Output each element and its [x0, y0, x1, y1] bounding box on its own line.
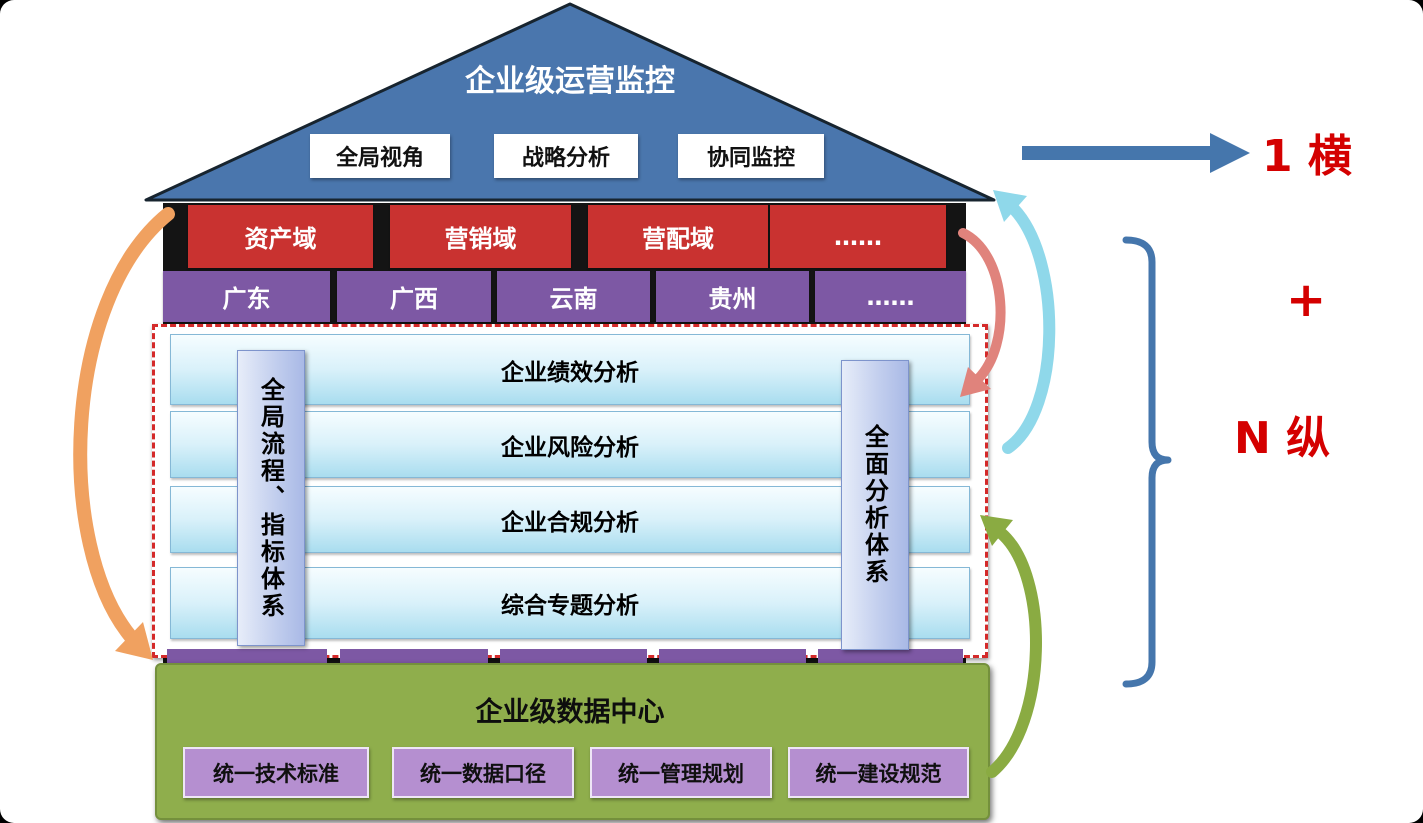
region-box-guangxi: 广西	[337, 271, 491, 322]
cyan-feedback-arrow	[1002, 203, 1056, 454]
datacenter-title: 企业级数据中心	[475, 697, 665, 728]
standard-box-data-caliber: 统一数据口径	[392, 747, 574, 798]
standard-box-management: 统一管理规划	[590, 747, 772, 798]
region-sliver	[500, 649, 647, 664]
cyan-feedback-arrowhead	[993, 190, 1027, 222]
roof-title: 企业级运营监控	[465, 64, 675, 99]
domain-box-marketing: 营销域	[390, 205, 571, 268]
region-box-yunnan: 云南	[497, 271, 650, 322]
roof-item-global-view: 全局视角	[310, 134, 450, 178]
pillar-right-label: 全面分析体系	[860, 424, 889, 586]
region-sliver	[340, 649, 488, 664]
domain-box-distribution: 营配域	[588, 205, 768, 268]
region-box-guizhou: 贵州	[656, 271, 809, 322]
pillar-global-process-indicator: 全局流程、指标体系	[237, 350, 305, 646]
pillar-comprehensive-analysis: 全面分析体系	[841, 360, 909, 650]
pillar-left-label: 全局流程、指标体系	[256, 376, 285, 620]
region-sliver	[659, 649, 806, 664]
domain-box-assets: 资产域	[188, 205, 373, 268]
vertical-scope-bracket	[1122, 236, 1172, 688]
green-support-arrow	[986, 527, 1042, 778]
annotation-one-horizontal: 1 横	[1262, 131, 1352, 182]
standard-box-construction: 统一建设规范	[788, 747, 969, 798]
region-sliver	[167, 649, 327, 664]
region-box-more: ……	[815, 271, 966, 322]
region-sliver	[818, 649, 963, 664]
orange-cycle-arrowhead	[115, 622, 153, 660]
roof-item-strategy-analysis: 战略分析	[494, 134, 638, 178]
region-box-guangdong: 广东	[163, 271, 330, 322]
domain-box-more: ……	[770, 205, 946, 268]
annotation-n-vertical: N 纵	[1234, 413, 1331, 464]
blue-horizontal-arrowhead	[1210, 133, 1250, 173]
roof-item-collaborative-monitoring: 协同监控	[678, 134, 824, 178]
standard-box-tech: 统一技术标准	[183, 747, 369, 798]
annotation-plus: +	[1286, 272, 1327, 328]
